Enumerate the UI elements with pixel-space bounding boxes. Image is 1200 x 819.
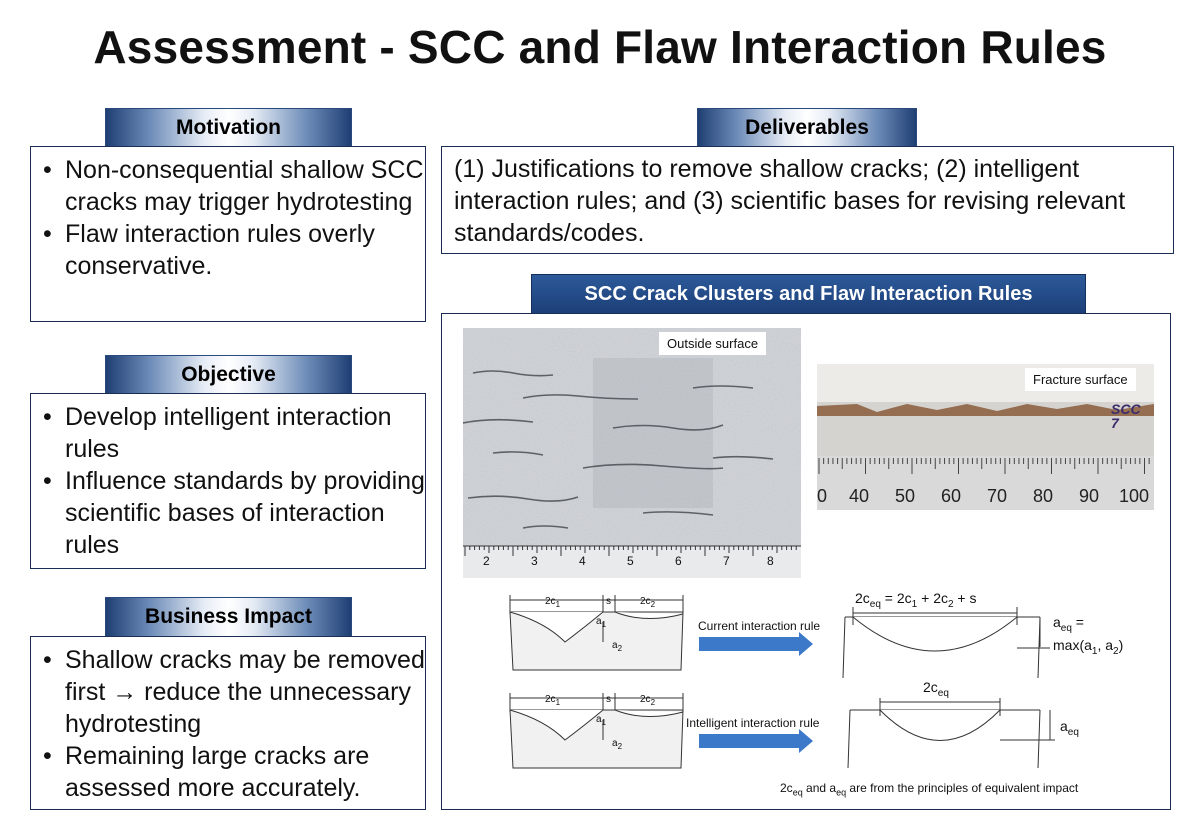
motivation-list: Non-consequential shallow SCC cracks may… bbox=[31, 154, 425, 282]
ruler-tick-label: 3 bbox=[531, 554, 538, 568]
current-rule-arrow bbox=[699, 632, 813, 656]
ruler-right-labels: 0 40 50 60 70 80 90 100 bbox=[817, 486, 1154, 508]
diag-s-label: s bbox=[606, 596, 611, 607]
outside-surface-label: Outside surface bbox=[659, 332, 767, 355]
objective-box: Develop intelligent interaction rules In… bbox=[30, 393, 426, 569]
ruler-tick-label: 80 bbox=[1033, 486, 1054, 506]
eq-intelligent-aeq: aeq bbox=[1060, 718, 1079, 738]
diag-a1-label: a1 bbox=[596, 616, 607, 629]
ruler-tick-label: 40 bbox=[849, 486, 870, 506]
diag2-a2-label: a2 bbox=[612, 738, 623, 751]
objective-list: Develop intelligent interaction rules In… bbox=[31, 401, 425, 561]
outside-surface-image bbox=[463, 328, 801, 578]
ruler-tick-label: 70 bbox=[987, 486, 1008, 506]
current-rule-label: Current interaction rule bbox=[698, 619, 821, 633]
ruler-left-labels: 2 3 4 5 6 7 8 bbox=[463, 554, 801, 574]
ruler-tick-label: 100 bbox=[1119, 486, 1150, 506]
page-title: Assessment - SCC and Flaw Interaction Ru… bbox=[93, 21, 1107, 73]
deliverables-text: (1) Justifications to remove shallow cra… bbox=[454, 155, 1126, 247]
objective-item: Influence standards by providing scienti… bbox=[43, 465, 425, 561]
objective-item: Develop intelligent interaction rules bbox=[43, 401, 425, 465]
scc-mark: SCC 7 bbox=[1111, 401, 1141, 431]
eq-current-aeq: aeq = max(a1, a2) bbox=[1053, 614, 1124, 657]
deliverables-header: Deliverables bbox=[697, 108, 917, 148]
ruler-tick-label: 50 bbox=[895, 486, 916, 506]
business-header: Business Impact bbox=[105, 597, 352, 637]
diag2-s-label: s bbox=[606, 694, 611, 705]
eq-current-formula: 2ceq = 2c1 + 2c2 + s bbox=[855, 590, 977, 610]
diag-a2-label: a2 bbox=[612, 640, 623, 653]
business-item: Shallow cracks may be removed first → re… bbox=[43, 644, 425, 740]
eq-intelligent-2c: 2ceq bbox=[923, 679, 949, 699]
business-item: Remaining large cracks are assessed more… bbox=[43, 740, 425, 804]
diag-2c1-label: 2c1 bbox=[545, 596, 561, 609]
ruler-tick-label: 90 bbox=[1079, 486, 1100, 506]
diag2-2c1-label: 2c1 bbox=[545, 694, 561, 707]
fracture-surface-label: Fracture surface bbox=[1025, 368, 1136, 391]
motivation-box: Non-consequential shallow SCC cracks may… bbox=[30, 146, 426, 322]
intelligent-rule-label: Intelligent interaction rule bbox=[686, 716, 820, 730]
diag2-a1-label: a1 bbox=[596, 714, 607, 727]
ruler-tick-label: 0 bbox=[817, 486, 828, 506]
crack-diagram-current bbox=[509, 595, 684, 671]
motivation-header: Motivation bbox=[105, 108, 352, 148]
fracture-surface-photo: Fracture surface SCC 7 0 40 50 60 70 80 … bbox=[817, 364, 1154, 510]
ruler-tick-label: 6 bbox=[675, 554, 682, 568]
eq-crack-current bbox=[842, 607, 1050, 679]
diag-2c2-label: 2c2 bbox=[640, 596, 656, 609]
motivation-item: Non-consequential shallow SCC cracks may… bbox=[43, 154, 425, 218]
business-list: Shallow cracks may be removed first → re… bbox=[31, 644, 425, 804]
intelligent-rule-arrow bbox=[699, 729, 813, 753]
equivalent-impact-note: 2ceq and aeq are from the principles of … bbox=[780, 781, 1079, 798]
ruler-tick-label: 5 bbox=[627, 554, 634, 568]
diag2-2c2-label: 2c2 bbox=[640, 694, 656, 707]
motivation-item: Flaw interaction rules overly conservati… bbox=[43, 218, 425, 282]
ruler-tick-label: 2 bbox=[483, 554, 490, 568]
outside-surface-photo: Outside surface 2 3 4 5 6 7 8 bbox=[463, 328, 801, 578]
ruler-tick-label: 8 bbox=[767, 554, 774, 568]
crack-diagram-intelligent bbox=[509, 693, 684, 769]
objective-header: Objective bbox=[105, 355, 352, 395]
eq-crack-intelligent bbox=[847, 698, 1055, 769]
ruler-tick-label: 7 bbox=[723, 554, 730, 568]
ruler-tick-label: 4 bbox=[579, 554, 586, 568]
business-box: Shallow cracks may be removed first → re… bbox=[30, 636, 426, 810]
ruler-tick-label: 60 bbox=[941, 486, 962, 506]
deliverables-box: (1) Justifications to remove shallow cra… bbox=[441, 146, 1174, 254]
clusters-header: SCC Crack Clusters and Flaw Interaction … bbox=[531, 274, 1086, 314]
